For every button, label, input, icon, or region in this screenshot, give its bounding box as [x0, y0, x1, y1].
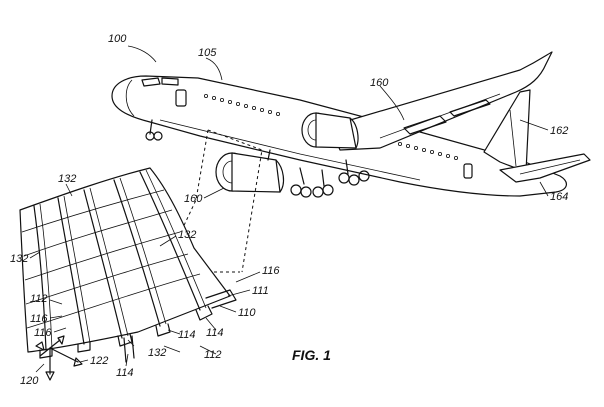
- reference-labels: 100 105 160 162 164 160 132 132 132 116 …: [10, 33, 568, 387]
- vertical-stabilizer: [483, 89, 531, 173]
- label-stiffener-a: 114: [178, 329, 196, 341]
- label-frame-left-a: 116: [30, 313, 48, 325]
- label-skin: 111: [252, 285, 269, 297]
- wing: [329, 51, 553, 151]
- label-engine: 160: [184, 193, 203, 205]
- label-axis-set: 120: [20, 375, 39, 387]
- engine-upper: [301, 112, 359, 149]
- label-aircraft: 100: [108, 33, 127, 45]
- label-stiffener-c: 114: [116, 367, 134, 379]
- label-axis-x: 122: [90, 355, 108, 367]
- label-horizontal-stabilizer: 164: [550, 191, 568, 203]
- label-frame-right: 116: [262, 265, 280, 277]
- label-fuselage: 105: [198, 47, 217, 59]
- engine-lower: [215, 149, 285, 193]
- label-frame-left-b: 116: [34, 327, 52, 339]
- main-landing-gear: [290, 159, 370, 198]
- label-edge: 110: [238, 307, 256, 319]
- label-stringer-left: 112: [30, 293, 48, 305]
- label-panel-top: 132: [58, 173, 76, 185]
- label-panel-bottom: 132: [148, 347, 166, 359]
- horizontal-stabilizer: [499, 153, 591, 183]
- leader-lines: [29, 45, 549, 373]
- label-panel-left: 132: [10, 253, 28, 265]
- axis-indicator: [35, 335, 83, 381]
- window-row: [203, 94, 458, 160]
- label-stringer-bottom: 112: [204, 349, 222, 361]
- label-vertical-stabilizer: 162: [550, 125, 568, 137]
- label-panel-mid: 132: [178, 229, 196, 241]
- label-stiffener-b: 114: [206, 327, 224, 339]
- figure-caption: FIG. 1: [292, 347, 331, 363]
- panel-assembly: [19, 167, 237, 363]
- label-wing: 160: [370, 77, 389, 89]
